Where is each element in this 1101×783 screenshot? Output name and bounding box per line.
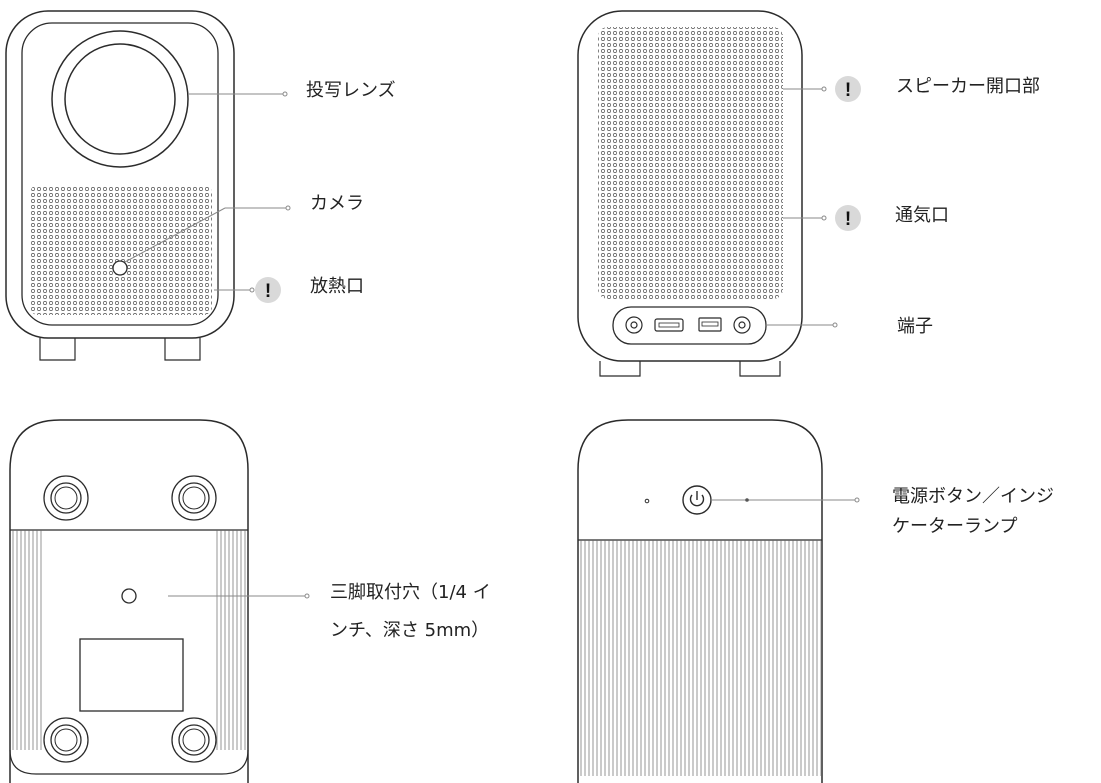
tripod-label-line2: ンチ、深さ 5mm） [330, 620, 490, 641]
rubber-foot [171, 717, 217, 763]
power-button-label-line2: ケーターランプ [892, 516, 1018, 537]
warning-icon: ! [835, 76, 861, 102]
air-vent-label: 通気口 [895, 205, 949, 226]
power-leader-dot [854, 497, 860, 503]
ports-leader-dot [832, 322, 838, 328]
top-view [577, 419, 823, 783]
warning-icon: ! [255, 277, 281, 303]
tripod-label-line1: 三脚取付穴（1/4 イ [330, 582, 491, 603]
svg-text:!: ! [845, 80, 851, 101]
side-grille [579, 540, 821, 776]
tripod-socket [121, 588, 137, 604]
bottom-view [9, 419, 249, 783]
power-icon [689, 491, 705, 507]
rubber-foot [171, 475, 217, 521]
rubber-foot [43, 717, 89, 763]
heat-vent-label: 放熱口 [310, 276, 364, 297]
heat-vent-leader-dot [249, 287, 255, 293]
info-label-plate [79, 638, 184, 712]
front-view [5, 10, 235, 361]
tripod-label: 三脚取付穴（1/4 イ ンチ、深さ 5mm） [330, 578, 491, 646]
power-leader-mark [745, 498, 749, 502]
rubber-foot [43, 475, 89, 521]
usb-port-icon [698, 317, 722, 332]
tripod-leader-dot [304, 593, 310, 599]
speaker-label: スピーカー開口部 [896, 76, 1040, 97]
back-feet [599, 361, 781, 377]
front-vent-grille [30, 185, 212, 315]
dc-port-icon [733, 316, 751, 334]
lens-label: 投写レンズ [306, 80, 396, 101]
camera-lens [112, 260, 128, 276]
camera-leader-diagonal [124, 207, 226, 263]
projection-lens [64, 43, 176, 155]
indicator-dot [644, 498, 650, 504]
warning-icon: ! [835, 205, 861, 231]
power-button-label-line1: 電源ボタン／インジ [892, 486, 1054, 507]
ports-label: 端子 [897, 316, 933, 337]
camera-label: カメラ [310, 193, 364, 214]
svg-text:!: ! [265, 281, 271, 302]
svg-text:!: ! [845, 209, 851, 230]
air-vent-leader-dot [821, 215, 827, 221]
speaker-grille [598, 27, 783, 299]
power-button-label: 電源ボタン／インジ ケーターランプ [892, 482, 1054, 542]
speaker-leader-dot [821, 86, 827, 92]
back-view [577, 10, 803, 377]
audio-port-icon [625, 316, 643, 334]
hdmi-port-icon [654, 318, 684, 332]
camera-leader-dot [285, 205, 291, 211]
lens-leader-dot [282, 91, 288, 97]
front-feet [39, 338, 201, 361]
